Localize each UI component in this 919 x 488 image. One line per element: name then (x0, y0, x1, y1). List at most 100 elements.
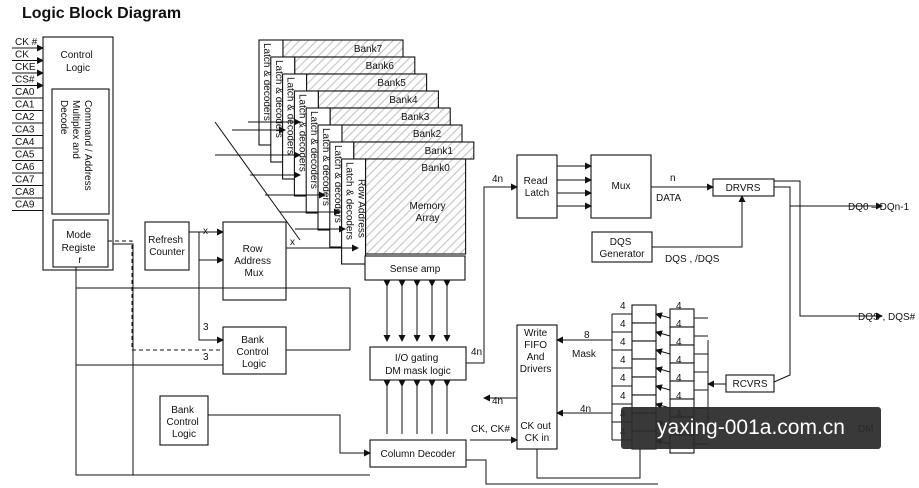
sense-amp-block (364, 255, 466, 281)
input-pin-label: CA6 (15, 162, 35, 173)
row-address-mux-block (222, 221, 287, 301)
bus-width-label: 4 (620, 355, 626, 366)
bcb-to-coldec (208, 414, 371, 457)
command-decode-block (51, 88, 110, 215)
input-pin-label: CK # (15, 37, 38, 48)
dqs-pair-line (774, 180, 883, 320)
column-decoder-label: Column Decoder (380, 449, 456, 460)
latch-decoder-label: Latch & decoders (320, 128, 331, 206)
bank-label: Bank4 (389, 95, 418, 106)
refresh-counter-line-2: Counter (149, 247, 185, 258)
input-pin-label: CA4 (15, 137, 35, 148)
mode-dashed-line (108, 240, 223, 351)
mux-label: Mux (612, 181, 631, 192)
latch-decoder-label: Latch & decoders (273, 60, 284, 138)
bank-label: Bank6 (366, 61, 395, 72)
command-decode-line-2: Multiplex and (70, 100, 81, 159)
io-gating-label: I/O gating DM mask logic (385, 353, 451, 377)
bank-addr-diagonal (214, 121, 301, 241)
bank-array (306, 73, 428, 92)
bank-label: Bank1 (425, 146, 454, 157)
mode-register-line-2: Registe (62, 243, 96, 254)
three-label-2: 3 (203, 352, 209, 363)
write-fifo-line-3: And (527, 352, 545, 363)
bank-label: Bank7 (354, 44, 383, 55)
mode-register-line-3: r (78, 255, 82, 266)
ck-in-label: CK in (525, 433, 549, 444)
four-n-io: 4n (471, 347, 482, 358)
register-link (655, 366, 671, 374)
write-register-cell (631, 304, 657, 324)
four-n-data: 4n (580, 404, 591, 415)
bus-width-label: 4 (676, 319, 682, 330)
input-pin-label: CA9 (15, 200, 35, 211)
memory-array-label: Memory (410, 201, 446, 212)
four-n-read: 4n (492, 174, 503, 185)
memory-array-label: Array (416, 213, 440, 224)
row-address-mux-label: Row Address Mux (234, 244, 273, 279)
mode-register-label: Mode Registe r (62, 230, 99, 266)
write-fifo-label: Write FIFO And Drivers CK out CK in (520, 328, 554, 444)
input-pin-label: CA2 (15, 112, 35, 123)
bus-width-label: 4 (620, 373, 626, 384)
bank-control-bottom-line-2: Control (166, 417, 198, 428)
latch-decoder-label: Latch & decoders (296, 94, 307, 172)
register-link (655, 348, 671, 356)
bus-width-label: 4 (676, 355, 682, 366)
read-latch-line-2: Latch (525, 188, 549, 199)
bus-width-label: 4 (620, 391, 626, 402)
bank-array (341, 124, 463, 143)
sense-amp-label: Sense amp (390, 264, 441, 275)
refresh-counter-line-1: Refresh (148, 235, 183, 246)
read-latch-block (516, 154, 558, 219)
input-pin-label: CA3 (15, 125, 35, 136)
bank-control-top-line-2: Control (236, 347, 268, 358)
write-fifo-line-1: Write (524, 328, 548, 339)
write-register-cell (631, 376, 657, 396)
input-pin-label: CA5 (15, 150, 35, 161)
bank-control-top-line-1: Bank (241, 335, 265, 346)
connection-lines (75, 118, 883, 485)
dqs-generator-line-1: DQS (610, 237, 632, 248)
write-fifo-line-2: FIFO (524, 340, 547, 351)
diagram-title: Logic Block Diagram (22, 5, 181, 22)
row-mux-line-2: Address (234, 256, 271, 267)
latch-decoder-label: Latch & decoders (332, 145, 343, 223)
bank-array (294, 56, 416, 75)
bank-array (365, 158, 467, 255)
ctrl-to-bank-line (76, 287, 351, 350)
watermark-banner: yaxing-001a.com.cn (621, 407, 881, 449)
dqs-generator-block (591, 231, 653, 263)
ck-out-label: CK out (520, 421, 551, 432)
input-register-cell (669, 380, 695, 400)
input-pin: CK # (12, 37, 44, 52)
input-pin: CKE (12, 62, 44, 77)
data-path-arrows (383, 280, 451, 434)
bank-control-bottom-line-1: Bank (171, 405, 195, 416)
row-mux-line-3: Mux (245, 268, 264, 279)
write-register-cell (631, 340, 657, 360)
data-label: DATA (656, 193, 682, 204)
dqs-dqs-label: DQS , /DQS (665, 254, 720, 265)
ctrl-bus-line (113, 243, 134, 475)
latch-decoder-label: Latch & decoders (261, 43, 272, 121)
command-decode-line-3: Decode (58, 100, 69, 135)
dqs-generator-line-2: Generator (599, 249, 645, 260)
drvrs-label: DRVRS (726, 183, 761, 194)
bank-array (317, 90, 439, 109)
rcvrs-label: RCVRS (732, 379, 767, 390)
input-pin: CK (12, 50, 44, 64)
four-n-fifo: 4n (492, 396, 503, 407)
bus-width-label: 4 (676, 337, 682, 348)
bank-control-bottom-block (159, 395, 209, 446)
bus-width-label: 4 (676, 301, 682, 312)
mask-label: Mask (572, 349, 597, 360)
input-pin-label: CKE (15, 62, 36, 73)
bank-array (353, 141, 475, 160)
x-label-1: x (203, 226, 208, 237)
input-register-cell (669, 362, 695, 382)
bus-width-label: 4 (676, 373, 682, 384)
bank-label: Bank3 (401, 112, 430, 123)
dq-to-rcvrs (773, 206, 791, 383)
